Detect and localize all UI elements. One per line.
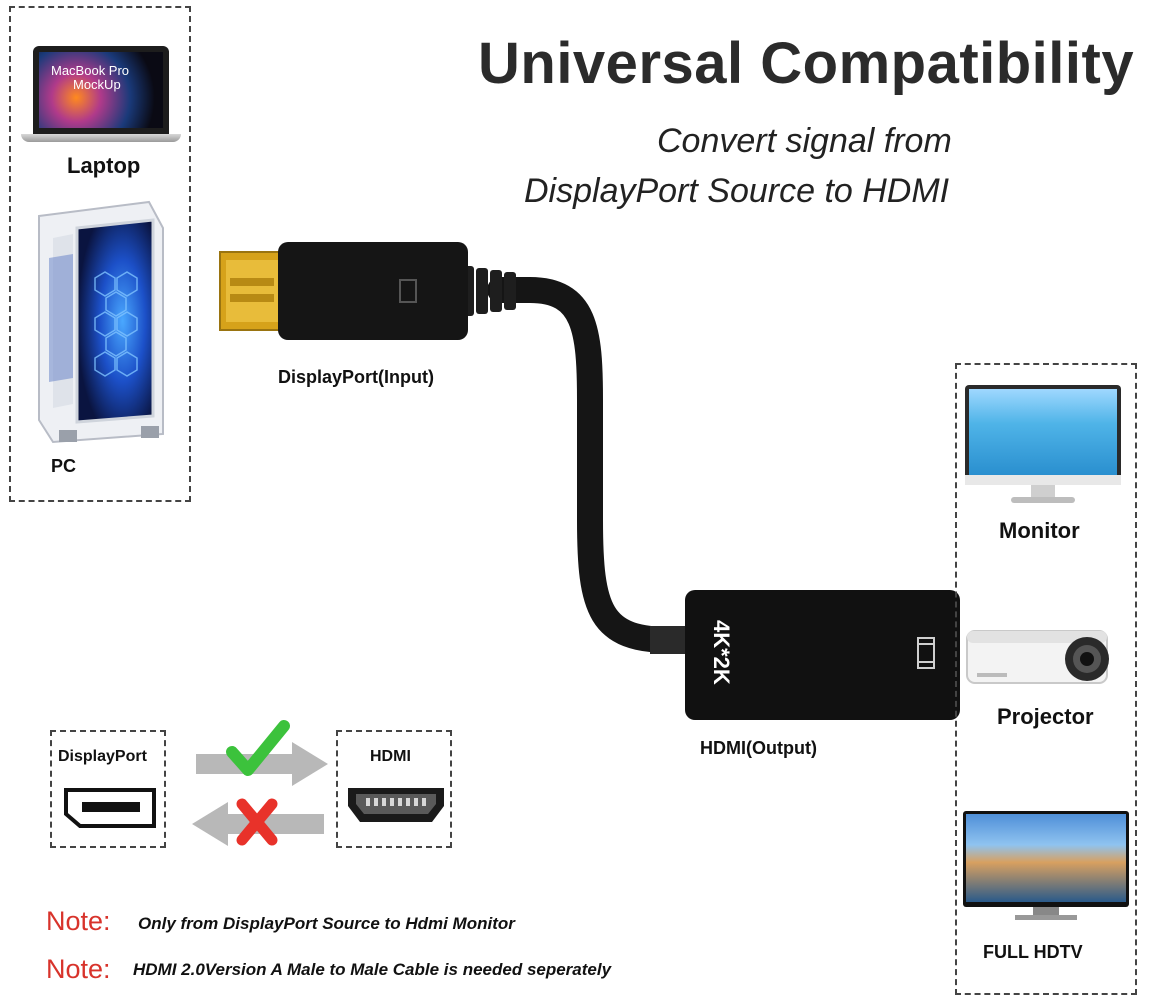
tv-image — [963, 811, 1129, 923]
hdmi-port-icon — [348, 788, 444, 822]
pc-tower-image — [38, 200, 164, 444]
input-connector-label: DisplayPort(Input) — [278, 367, 434, 387]
laptop-screen-subtitle: MockUp — [73, 77, 121, 92]
monitor-label: Monitor — [999, 518, 1080, 543]
cross-icon — [236, 798, 278, 846]
displayport-direction-box: DisplayPort — [50, 730, 166, 848]
note-2-text: HDMI 2.0Version A Male to Male Cable is … — [133, 960, 612, 979]
projector-image — [966, 630, 1109, 684]
note-2-key: Note: — [46, 954, 111, 984]
output-devices-box: Monitor Projector FULL HDTV — [955, 363, 1137, 995]
note-1-key: Note: — [46, 906, 111, 936]
adapter-cable-image: 4K*2K — [219, 242, 960, 720]
direction-arrows — [192, 720, 328, 846]
displayport-direction-label: DisplayPort — [58, 748, 147, 765]
pc-label: PC — [51, 456, 77, 476]
hdmi-direction-label: HDMI — [370, 748, 411, 765]
subtitle-line-1: Convert signal from — [657, 122, 952, 160]
laptop-label: Laptop — [67, 153, 141, 178]
tv-label: FULL HDTV — [983, 942, 1083, 962]
check-icon — [226, 720, 290, 776]
laptop-screen-title: MacBook Pro — [51, 63, 130, 78]
subtitle-line-2: DisplayPort Source to HDMI — [524, 172, 950, 210]
output-connector-label: HDMI(Output) — [700, 738, 817, 758]
displayport-port-icon — [64, 788, 156, 828]
projector-label: Projector — [997, 704, 1094, 729]
hdmi-direction-box: HDMI — [336, 730, 452, 848]
source-devices-box: MacBook Pro MockUp Laptop — [9, 6, 191, 502]
note-1-text: Only from DisplayPort Source to Hdmi Mon… — [138, 914, 515, 933]
monitor-image — [965, 385, 1121, 505]
page-title: Universal Compatibility — [478, 31, 1135, 96]
adapter-marking-text: 4K*2K — [709, 620, 734, 685]
laptop-image: MacBook Pro MockUp — [21, 46, 181, 151]
